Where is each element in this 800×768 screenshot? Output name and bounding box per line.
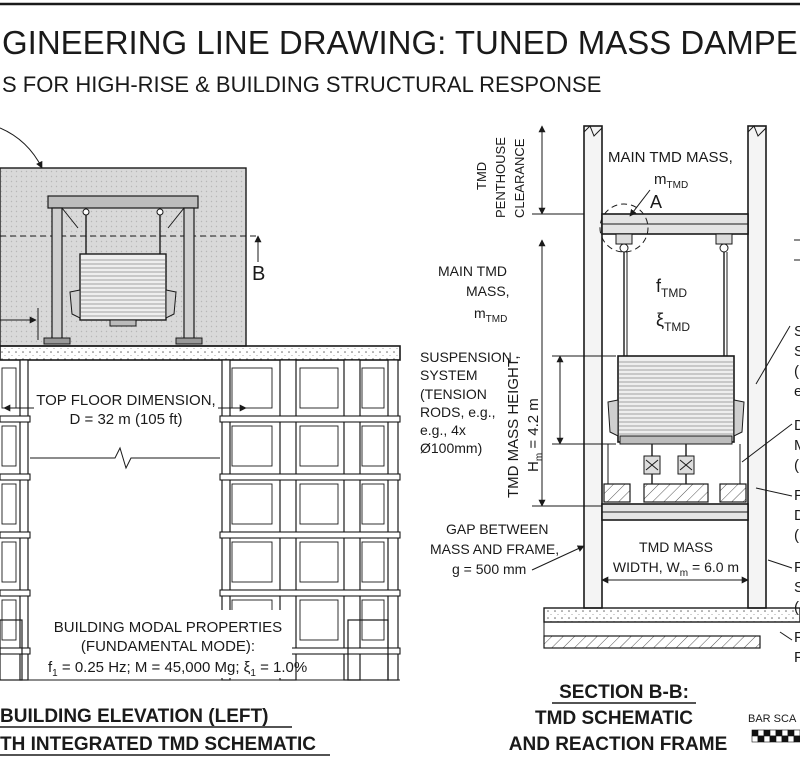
svg-text:MAIN TMD: MAIN TMD <box>438 263 507 279</box>
tmd-frequency-symbol: fTMD <box>656 276 687 300</box>
svg-text:TMD MASS: TMD MASS <box>639 539 713 555</box>
svg-text:(: ( <box>794 599 799 616</box>
elevation-caption-line2: TH INTEGRATED TMD SCHEMATIC <box>0 734 316 755</box>
svg-text:CLEARANCE: CLEARANCE <box>512 138 527 218</box>
svg-text:(: ( <box>794 363 799 380</box>
section-caption-line1: SECTION B-B: <box>559 682 689 703</box>
frame-column-left <box>51 207 63 341</box>
detail-a-callout <box>599 203 649 253</box>
svg-text:S: S <box>794 323 800 340</box>
building-elevation: B TOP FLOOR DIMENSION, D <box>0 127 512 756</box>
penthouse-clearance-dimension: TMD PENTHOUSE CLEARANCE <box>474 125 584 218</box>
svg-text:RODS, e.g.,: RODS, e.g., <box>420 404 495 420</box>
svg-text:MASS,: MASS, <box>466 283 510 299</box>
break-line <box>30 446 220 470</box>
svg-text:F: F <box>794 629 800 646</box>
penthouse-frame-beam <box>47 195 199 209</box>
svg-text:M: M <box>794 437 800 454</box>
svg-text:g = 500 mm: g = 500 mm <box>452 561 526 577</box>
svg-text:Ø100mm): Ø100mm) <box>420 440 482 456</box>
svg-text:F: F <box>794 649 800 666</box>
detail-marker-a: A <box>650 192 662 212</box>
roof-slab <box>0 345 401 361</box>
modal-properties-title: BUILDING MODAL PROPERTIES <box>54 619 282 636</box>
bar-scale <box>751 729 800 743</box>
svg-text:MASS AND FRAME,: MASS AND FRAME, <box>430 541 559 557</box>
svg-text:SUSPENSION: SUSPENSION <box>420 349 512 365</box>
viscous-dampers <box>607 444 741 484</box>
svg-text:(TENSION: (TENSION <box>420 386 487 402</box>
section-caption-line3: AND REACTION FRAME <box>509 734 728 755</box>
frame-column-right <box>183 207 195 341</box>
sheet-subtitle: S FOR HIGH-RISE & BUILDING STRUCTURAL RE… <box>2 72 601 97</box>
section-marker-b: B <box>252 263 265 285</box>
svg-text:GAP BETWEEN: GAP BETWEEN <box>446 521 548 537</box>
svg-text:e.g., 4x: e.g., 4x <box>420 422 466 438</box>
svg-text:TMD MASS HEIGHT,: TMD MASS HEIGHT, <box>505 355 522 498</box>
top-floor-dimension-value: D = 32 m (105 ft) <box>70 411 183 428</box>
right-side-labels: S S ( e D M ( F D ( F S ( F F <box>741 239 800 666</box>
leader-line <box>0 127 43 169</box>
svg-text:S: S <box>794 343 800 360</box>
svg-text:D: D <box>794 417 800 434</box>
frame-column-left <box>583 125 603 609</box>
support-pads <box>603 483 747 503</box>
sheet-title: GINEERING LINE DRAWING: TUNED MASS DAMPE… <box>2 24 800 61</box>
elevation-caption-line1: BUILDING ELEVATION (LEFT) <box>0 706 268 727</box>
svg-text:SYSTEM: SYSTEM <box>420 367 478 383</box>
section-caption-line2: TMD SCHEMATIC <box>535 708 693 729</box>
mass-height-dimension: TMD MASS HEIGHT, Hm = 4.2 m <box>505 239 616 507</box>
svg-text:D: D <box>794 507 800 524</box>
gap-dimension-note: GAP BETWEEN MASS AND FRAME, g = 500 mm <box>430 521 585 577</box>
top-floor-dimension-label: TOP FLOOR DIMENSION, <box>36 392 215 409</box>
svg-text:TMD: TMD <box>474 162 489 190</box>
svg-text:(: ( <box>794 527 799 544</box>
svg-text:e: e <box>794 383 800 400</box>
svg-text:F: F <box>794 559 800 576</box>
svg-text:F: F <box>794 487 800 504</box>
section-b-b: TMD PENTHOUSE CLEARANCE MAIN TMD MASS, m… <box>430 125 800 755</box>
main-mass-label-left: MAIN TMD MASS, mTMD <box>438 263 510 325</box>
main-mass-label-top: MAIN TMD MASS, <box>608 149 733 166</box>
tmd-damping-symbol: ξTMD <box>656 310 690 334</box>
suspension-rods <box>615 233 733 356</box>
svg-text:S: S <box>794 579 800 596</box>
mass-width-dimension: TMD MASS WIDTH, Wm = 6.0 m <box>601 539 749 584</box>
svg-text:Hm = 4.2 m: Hm = 4.2 m <box>525 398 545 472</box>
foundation-slab <box>543 607 800 623</box>
main-mass-symbol-top: mTMD <box>654 171 688 191</box>
modal-properties-values: f1 = 0.25 Hz; M = 45,000 Mg; ξ1 = 1.0% <box>48 659 307 679</box>
bar-scale-label: BAR SCA <box>748 713 797 725</box>
suspension-system-note: SUSPENSION SYSTEM (TENSION RODS, e.g., e… <box>420 349 512 456</box>
svg-text:mTMD: mTMD <box>474 305 507 325</box>
modal-properties-subtitle: (FUNDAMENTAL MODE): <box>81 638 255 655</box>
svg-text:WIDTH, Wm = 6.0 m: WIDTH, Wm = 6.0 m <box>613 559 739 579</box>
tmd-mass-section <box>607 355 745 445</box>
frame-column-right <box>747 125 767 609</box>
tmd-mass-elevation <box>69 253 177 327</box>
svg-text:PENTHOUSE: PENTHOUSE <box>493 137 508 218</box>
building-floors <box>0 359 401 681</box>
svg-text:(: ( <box>794 457 799 474</box>
foundation-base <box>543 635 761 649</box>
